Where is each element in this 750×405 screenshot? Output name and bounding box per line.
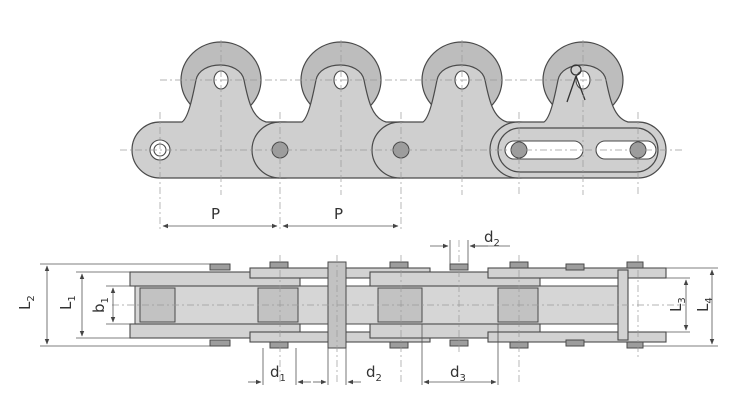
label-L4: L4: [694, 297, 715, 312]
plan-view: L2 L1 b1 L3 L4 d1 d2 d3 d2: [16, 228, 718, 385]
front-view: P P: [120, 40, 685, 232]
front-centerlines: [120, 40, 685, 232]
extension-lines: [40, 240, 718, 385]
label-d1: d1: [270, 363, 286, 384]
pitch-label-left: P: [211, 205, 220, 223]
label-d3: d3: [450, 363, 466, 384]
cotter-pin: [566, 64, 586, 103]
label-L3: L3: [667, 297, 688, 312]
label-d2-bottom: d2: [366, 363, 382, 384]
left-dimensions: [44, 265, 116, 345]
label-d2-top: d2: [484, 228, 500, 249]
plan-centerlines: [112, 240, 685, 385]
right-dimensions: [683, 269, 715, 345]
pitch-label-right: P: [334, 205, 343, 223]
bottom-dimensions: [248, 243, 510, 385]
label-L2: L2: [16, 295, 37, 310]
label-L1: L1: [57, 295, 78, 310]
label-b1: b1: [90, 297, 111, 313]
